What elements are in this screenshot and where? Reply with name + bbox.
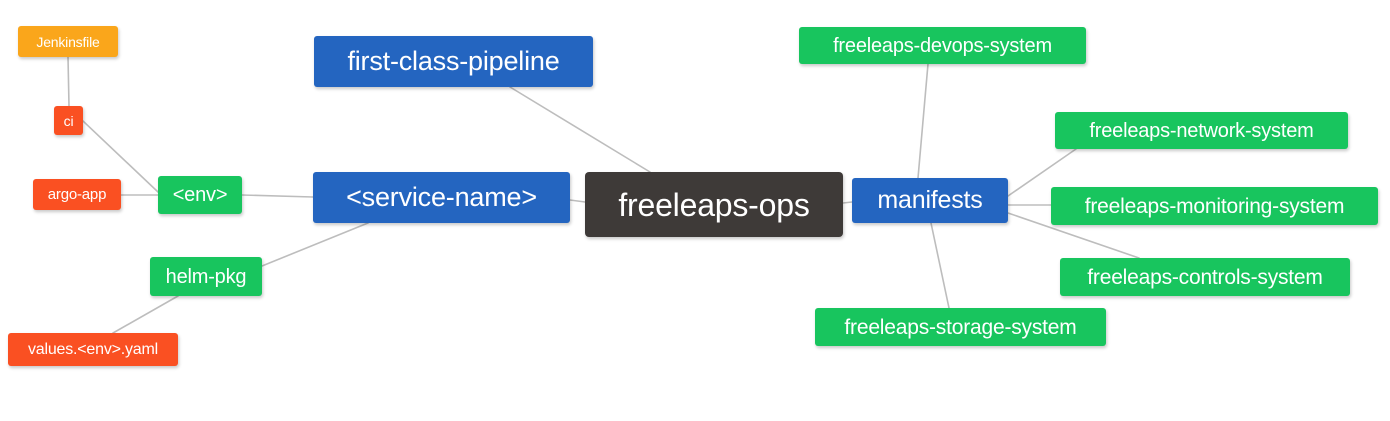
node-label: first-class-pipeline [347,46,560,76]
node-ci[interactable]: ci [54,106,83,135]
node-label: freeleaps-controls-system [1087,265,1323,289]
node-jenkinsfile[interactable]: Jenkinsfile [18,26,118,57]
node-freeleaps-monitoring-system[interactable]: freeleaps-monitoring-system [1051,187,1378,225]
node-label: freeleaps-storage-system [844,315,1077,339]
node-label: freeleaps-network-system [1089,119,1314,142]
node-first-class-pipeline[interactable]: first-class-pipeline [314,36,593,87]
node-freeleaps-storage-system[interactable]: freeleaps-storage-system [815,308,1106,346]
edge-manifests-to-freeleaps-devops-system [917,63,929,179]
edge-first-class-pipeline-to-freeleaps-ops [509,86,651,173]
node-label: freeleaps-devops-system [833,34,1052,57]
node-freeleaps-devops-system[interactable]: freeleaps-devops-system [799,27,1086,64]
node-label: <service-name> [346,182,537,212]
node-label: ci [63,112,74,129]
node-freeleaps-ops[interactable]: freeleaps-ops [585,172,843,237]
edge-helm-pkg-to-values-env-yaml [112,295,179,334]
node-env[interactable]: <env> [158,176,242,214]
node-label: manifests [877,186,983,214]
node-values-env-yaml[interactable]: values.<env>.yaml [8,333,178,366]
node-label: <env> [172,184,228,206]
node-label: freeleaps-ops [618,186,810,223]
node-label: Jenkinsfile [36,33,100,50]
edge-freeleaps-ops-to-manifests [842,201,853,204]
node-freeleaps-controls-system[interactable]: freeleaps-controls-system [1060,258,1350,296]
node-label: argo-app [47,186,107,203]
node-freeleaps-network-system[interactable]: freeleaps-network-system [1055,112,1348,149]
edge-jenkinsfile-to-ci [67,56,70,107]
node-service-name[interactable]: <service-name> [313,172,570,223]
edge-manifests-to-freeleaps-storage-system [930,222,950,309]
node-helm-pkg[interactable]: helm-pkg [150,257,262,296]
node-manifests[interactable]: manifests [852,178,1008,223]
node-label: freeleaps-monitoring-system [1084,194,1345,218]
node-label: helm-pkg [165,265,247,288]
node-argo-app[interactable]: argo-app [33,179,121,210]
node-label: values.<env>.yaml [27,340,158,358]
edge-service-name-to-helm-pkg [261,222,369,267]
edge-service-name-to-freeleaps-ops [569,199,586,203]
edge-env-to-service-name [241,194,314,198]
